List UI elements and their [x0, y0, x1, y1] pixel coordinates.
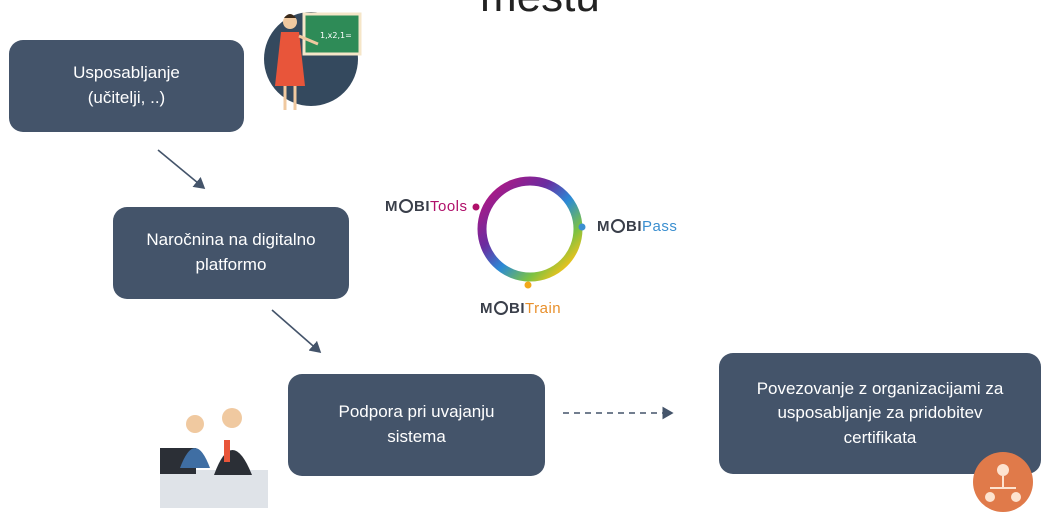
training-line-2: (učitelji, ..) [87, 88, 166, 107]
page-title: mestu [480, 0, 680, 22]
arrow-1 [157, 149, 206, 190]
subscription-box: Naročnina na digitalno platformo [113, 207, 349, 299]
teacher-icon: 1,x2,1= [264, 12, 362, 110]
network-icon [973, 452, 1033, 512]
mobi-ring-icon [472, 176, 586, 289]
connect-line-3: certifikata [843, 427, 917, 447]
mobipass-suffix: Pass [642, 218, 678, 235]
training-line-1: Usposabljanje [73, 63, 180, 83]
mobitrain-suffix: Train [525, 300, 562, 317]
connect-line-2: usposabljanje za pridobitev [777, 403, 983, 423]
team-icon [160, 408, 268, 508]
support-box: Podpora pri uvajanju sistema [288, 374, 545, 476]
subscription-line-2: platformo [195, 255, 267, 274]
mobitools-suffix: Tools [430, 198, 468, 215]
connect-line-1: Povezovanje z organizacijami za [756, 378, 1004, 398]
arrow-2 [271, 309, 322, 354]
support-line-1: Podpora pri uvajanju [338, 402, 495, 422]
svg-text:1,x2,1=: 1,x2,1= [320, 31, 352, 40]
training-box: Usposabljanje (učitelji, ..) [9, 40, 244, 132]
connect-box: Povezovanje z organizacijami za usposabl… [719, 353, 1041, 474]
subscription-line-1: Naročnina na digitalno [146, 230, 316, 250]
support-line-2: sistema [387, 427, 446, 446]
